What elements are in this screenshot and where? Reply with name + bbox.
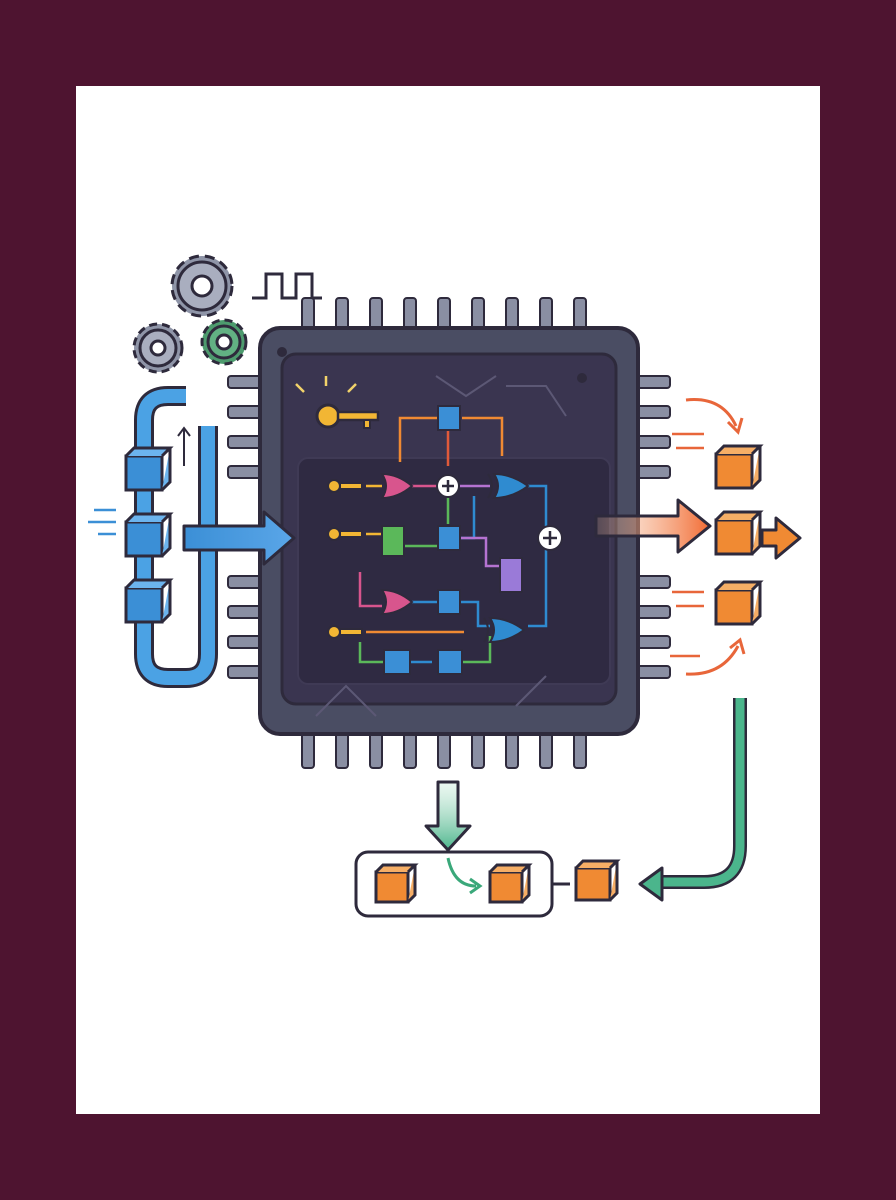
xor-gate-mark xyxy=(483,617,489,643)
xor-gate-icon xyxy=(488,616,526,644)
register-block xyxy=(437,525,461,551)
speed-lines xyxy=(88,508,116,536)
or-gate-icon xyxy=(380,588,414,616)
chip-die-inner xyxy=(297,457,611,685)
data-block-icon xyxy=(124,512,174,558)
key-icon xyxy=(327,527,363,541)
key-icon xyxy=(327,479,363,493)
curved-arrow-head xyxy=(729,637,746,655)
gear-icon xyxy=(200,318,248,366)
register-block xyxy=(437,589,461,615)
xor-gate-mark xyxy=(487,473,493,499)
register-block xyxy=(437,405,461,431)
data-block-icon xyxy=(714,444,764,490)
input-loop-path xyxy=(137,389,215,685)
chip-mounting-hole xyxy=(277,347,287,357)
xor-gate-icon xyxy=(492,472,530,500)
encryption-chip-diagram xyxy=(88,254,802,918)
register-block xyxy=(381,525,405,557)
data-block-icon xyxy=(714,580,764,626)
adder-icon xyxy=(537,525,563,551)
output-arrow-icon xyxy=(594,498,712,554)
data-block-icon xyxy=(124,578,174,624)
data-block-icon xyxy=(488,863,533,904)
loop-up-arrow-icon xyxy=(177,426,191,466)
data-block-icon xyxy=(714,510,764,556)
or-gate-icon xyxy=(380,472,414,500)
clock-signal-icon xyxy=(252,272,322,300)
curved-arrow-icon xyxy=(685,398,738,427)
chip-mounting-hole xyxy=(577,373,587,383)
curved-arrow-head xyxy=(469,877,483,895)
internal-wiring xyxy=(358,416,548,664)
adder-icon xyxy=(436,474,460,498)
return-path xyxy=(658,698,747,889)
curved-arrow-icon xyxy=(685,645,740,676)
illustration-frame xyxy=(76,86,820,1114)
return-arrow-head xyxy=(638,866,664,902)
down-arrow-icon xyxy=(424,780,472,852)
data-block-icon xyxy=(574,859,621,902)
data-block-icon xyxy=(374,863,419,904)
chip-traces xyxy=(315,375,567,717)
input-arrow-icon xyxy=(182,510,296,566)
register-block xyxy=(383,649,411,675)
key-icon xyxy=(327,625,363,639)
register-block xyxy=(437,649,463,675)
gear-icon xyxy=(132,322,184,374)
gear-icon xyxy=(170,254,234,318)
key-icon xyxy=(295,376,380,429)
curved-arrow-head xyxy=(726,417,744,435)
small-arrow-icon xyxy=(760,516,802,560)
speed-lines xyxy=(670,432,704,658)
return-path xyxy=(658,698,745,887)
register-block xyxy=(499,557,523,593)
data-block-icon xyxy=(124,446,174,492)
curved-arrow-icon xyxy=(446,857,477,888)
